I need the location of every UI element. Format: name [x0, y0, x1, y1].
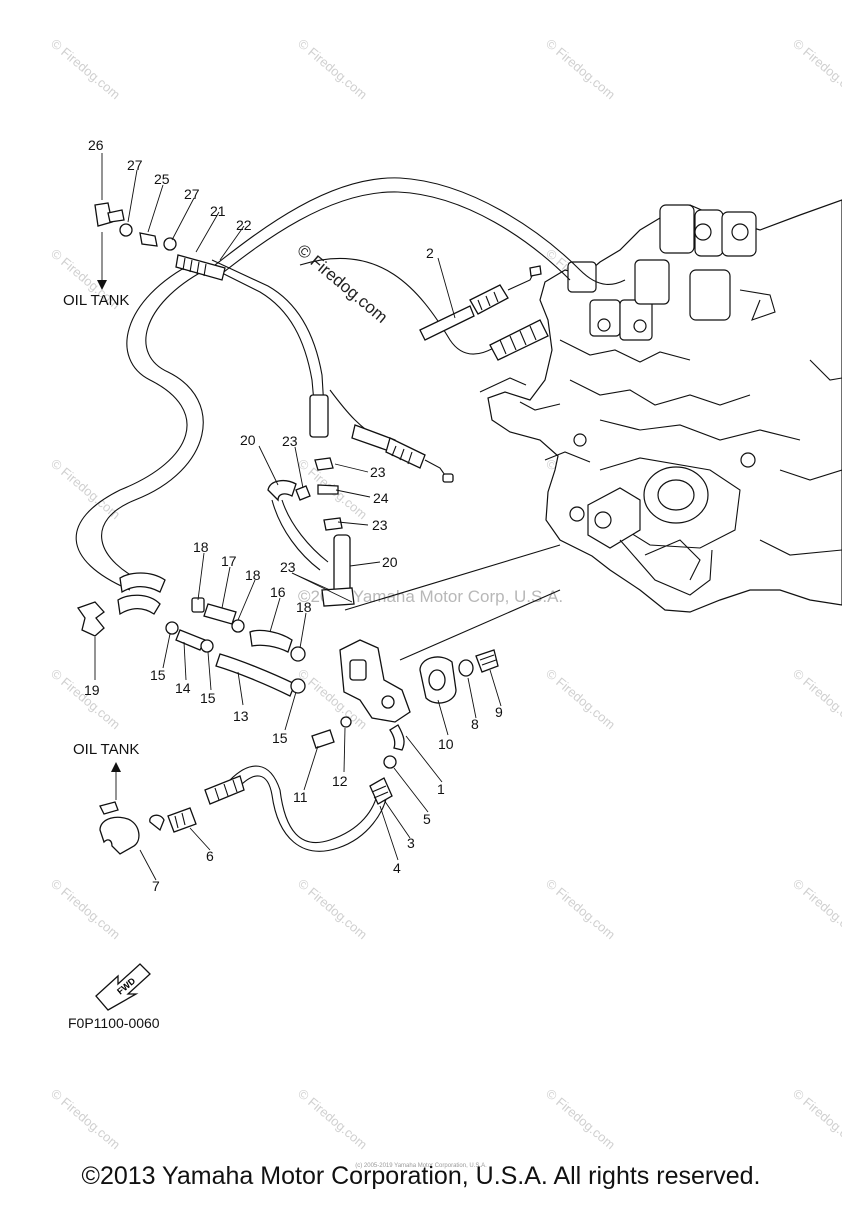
center-watermark: © Firedog.com — [293, 241, 391, 327]
watermark: © Firedog.com — [543, 36, 618, 102]
callout-label: 26 — [88, 137, 104, 153]
part-11 — [311, 729, 335, 749]
watermark: © Firedog.com — [543, 1086, 618, 1152]
part-19 — [76, 601, 105, 637]
callout-label: 16 — [270, 584, 286, 600]
callout-label: 20 — [382, 554, 398, 570]
callout-label: 7 — [152, 878, 160, 894]
watermark: © Firedog.com — [48, 876, 123, 942]
watermark: © Firedog.com — [48, 456, 123, 522]
watermark: © Firedog.com — [48, 36, 123, 102]
callout-label: 13 — [233, 708, 249, 724]
part-12 — [340, 716, 352, 728]
callout-label: 18 — [245, 567, 261, 583]
leader-lines — [94, 153, 502, 881]
callout-label: 20 — [240, 432, 256, 448]
callout-label: 10 — [438, 736, 454, 752]
callout-label: 15 — [150, 667, 166, 683]
fwd-arrow-icon: FWD — [95, 963, 151, 1011]
part-2 — [419, 305, 475, 341]
part-5 — [383, 755, 397, 769]
parts-layer: FWD — [76, 202, 549, 1011]
part-7 — [99, 816, 140, 855]
callout-label: 15 — [272, 730, 288, 746]
callout-label: 17 — [221, 553, 237, 569]
callout-label: 23 — [372, 517, 388, 533]
callout-label: 14 — [175, 680, 191, 696]
part-20a — [267, 479, 297, 502]
callout-label: 12 — [332, 773, 348, 789]
callout-label: 18 — [296, 599, 312, 615]
callout-label: 15 — [200, 690, 216, 706]
watermark: © Firedog.com — [790, 36, 842, 102]
center-copyright-watermark: ©2013 Yamaha Motor Corp, U.S.A. — [298, 587, 563, 606]
callout-label: 11 — [293, 789, 308, 805]
part-21 — [175, 254, 226, 281]
callout-label: 21 — [210, 203, 226, 219]
part-27b — [163, 237, 177, 251]
callout-label: 24 — [373, 490, 389, 506]
watermark: © Firedog.com — [543, 666, 618, 732]
callout-label: 23 — [282, 433, 298, 449]
watermark: © Firedog.com — [790, 1086, 842, 1152]
callout-label: 2 — [426, 245, 434, 261]
watermark: © Firedog.com — [48, 666, 123, 732]
callout-label: 5 — [423, 811, 431, 827]
callout-label: 6 — [206, 848, 214, 864]
watermark: © Firedog.com — [295, 876, 370, 942]
watermark: © Firedog.com — [48, 1086, 123, 1152]
callout-label: 8 — [471, 716, 479, 732]
callout-label: 4 — [393, 860, 401, 876]
callout-label: 9 — [495, 704, 503, 720]
part-16 — [249, 629, 293, 653]
callout-label: 18 — [193, 539, 209, 555]
watermark: © Firedog.com — [790, 666, 842, 732]
part-8 — [458, 659, 474, 677]
watermark: © Firedog.com — [295, 36, 370, 102]
diagram-code: F0P1100-0060 — [68, 1015, 160, 1031]
callout-label: 19 — [84, 682, 100, 698]
part-14 — [175, 629, 206, 651]
callout-label: 23 — [370, 464, 386, 480]
watermark: © Firedog.com — [790, 876, 842, 942]
engine-block — [479, 199, 842, 613]
callout-label: 27 — [127, 157, 143, 173]
footer-copyright: ©2013 Yamaha Motor Corporation, U.S.A. A… — [81, 1162, 761, 1190]
part-17 — [203, 603, 237, 625]
callout-labels: 2 1 3 4 5 6 7 8 9 10 11 12 13 14 15 15 1… — [63, 137, 503, 1031]
callout-label: 25 — [154, 171, 170, 187]
watermark: © Firedog.com — [295, 1086, 370, 1152]
oil-tank-label-top: OIL TANK — [63, 292, 129, 309]
part-13 — [215, 653, 296, 697]
callout-label: 23 — [280, 559, 296, 575]
cable-ferrule — [309, 394, 329, 438]
part-6 — [167, 807, 197, 833]
callout-label: 22 — [236, 217, 252, 233]
oil-tank-label-bottom: OIL TANK — [73, 741, 139, 758]
callout-label: 27 — [184, 186, 200, 202]
part-27a — [119, 223, 133, 237]
tiny-copyright-note: (c) 2005-2019 Yamaha Motor Corporation, … — [355, 1163, 487, 1169]
watermark: © Firedog.com — [543, 876, 618, 942]
part-25 — [139, 232, 158, 247]
callout-label: 3 — [407, 835, 415, 851]
callout-label: 1 — [437, 781, 445, 797]
